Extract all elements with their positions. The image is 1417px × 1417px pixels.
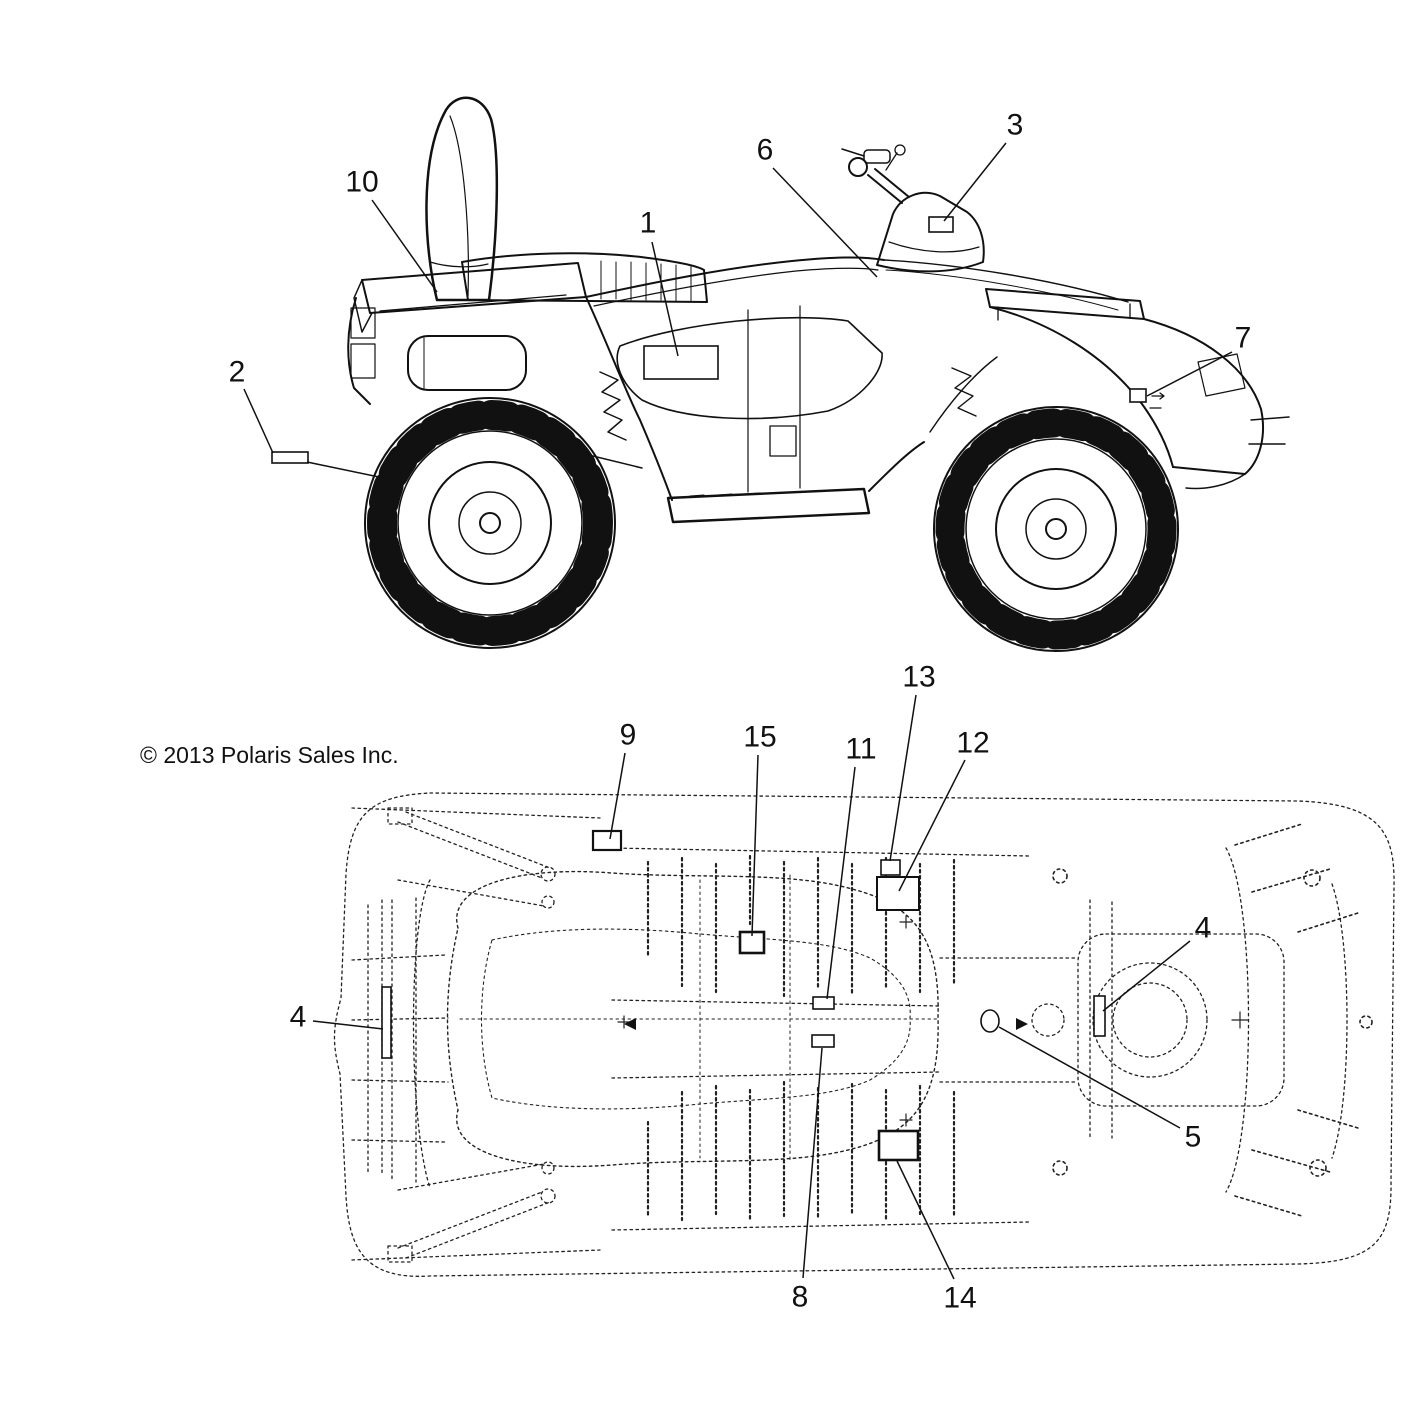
handlebar-pod [841, 144, 985, 273]
top-view-outline [333, 792, 1395, 1277]
callout-leader-10 [371, 199, 438, 293]
callout-leader-8 [802, 1047, 823, 1279]
callout-label-13: 13 [902, 661, 935, 694]
decal-4-right [1093, 995, 1106, 1037]
callout-label-3: 3 [1007, 109, 1024, 142]
callout-leader-9 [609, 752, 626, 840]
decal-7 [1129, 388, 1147, 403]
body-side-details [585, 296, 801, 501]
callout-label-12: 12 [956, 727, 989, 760]
callout-leader-2 [243, 388, 274, 454]
callout-label-15: 15 [743, 721, 776, 754]
callout-leader-7 [1146, 351, 1233, 397]
side-view-figure [347, 96, 1290, 652]
decal-11 [812, 996, 835, 1010]
callout-label-10: 10 [345, 166, 378, 199]
running-board [666, 441, 925, 524]
seat-top-view [446, 870, 939, 1168]
callout-label-6: 6 [757, 134, 774, 167]
callout-label-4-right: 4 [1195, 912, 1212, 945]
decal-13 [880, 859, 901, 876]
callout-label-2: 2 [229, 356, 246, 389]
decal-1 [643, 345, 719, 380]
callout-label-8: 8 [792, 1281, 809, 1314]
decal-14 [877, 1129, 920, 1162]
callout-leader-14 [896, 1160, 955, 1280]
callout-leader-4-left [312, 1020, 384, 1030]
front-rack-slats [1052, 823, 1373, 1217]
callout-label-14: 14 [943, 1282, 976, 1315]
callout-leader-15 [751, 754, 759, 937]
bolt-marks [617, 915, 1249, 1127]
decal7-arrow-icon [1149, 392, 1165, 409]
decal-5 [980, 1009, 1000, 1033]
callout-leader-3 [943, 142, 1007, 222]
rear-wheel-icon [364, 397, 616, 649]
decal-12 [876, 876, 920, 911]
callout-label-1: 1 [640, 207, 657, 240]
direction-arrow-icon [624, 1018, 1028, 1030]
rear-basket-grid [351, 897, 449, 1183]
decal-4-left [381, 986, 392, 1059]
callout-leader-4-right [1102, 940, 1191, 1012]
callout-leader-6 [772, 167, 878, 278]
callout-label-7: 7 [1235, 322, 1252, 355]
callout-label-9: 9 [620, 719, 637, 752]
decal-3 [928, 216, 954, 233]
copyright-text: © 2013 Polaris Sales Inc. [140, 742, 399, 768]
callout-leader-1 [651, 241, 679, 357]
decal-8 [811, 1034, 835, 1048]
callout-leader-5 [998, 1026, 1181, 1129]
suspension-details [559, 356, 998, 469]
top-view-figure [333, 792, 1395, 1277]
callout-label-5: 5 [1185, 1121, 1202, 1154]
callout-leader-12 [898, 759, 966, 892]
decal-9 [591, 829, 623, 852]
steering-pod [939, 933, 1285, 1107]
callout-leader-2 [306, 461, 385, 479]
callout-label-4-left: 4 [290, 1001, 307, 1034]
decal-2 [271, 451, 309, 464]
callout-leader-11 [826, 766, 856, 1000]
front-wheel-icon [933, 406, 1179, 652]
muffler [407, 335, 527, 391]
front-rack [883, 259, 1145, 321]
side-panel [616, 316, 883, 420]
rear-rack [353, 262, 587, 333]
body-top-line [585, 256, 885, 307]
callout-leader-13 [889, 694, 917, 862]
callout-label-11: 11 [845, 733, 876, 766]
rear-suspension-arms [387, 807, 556, 1263]
engine-slats-top [646, 854, 956, 998]
rear-fascia [347, 297, 376, 405]
